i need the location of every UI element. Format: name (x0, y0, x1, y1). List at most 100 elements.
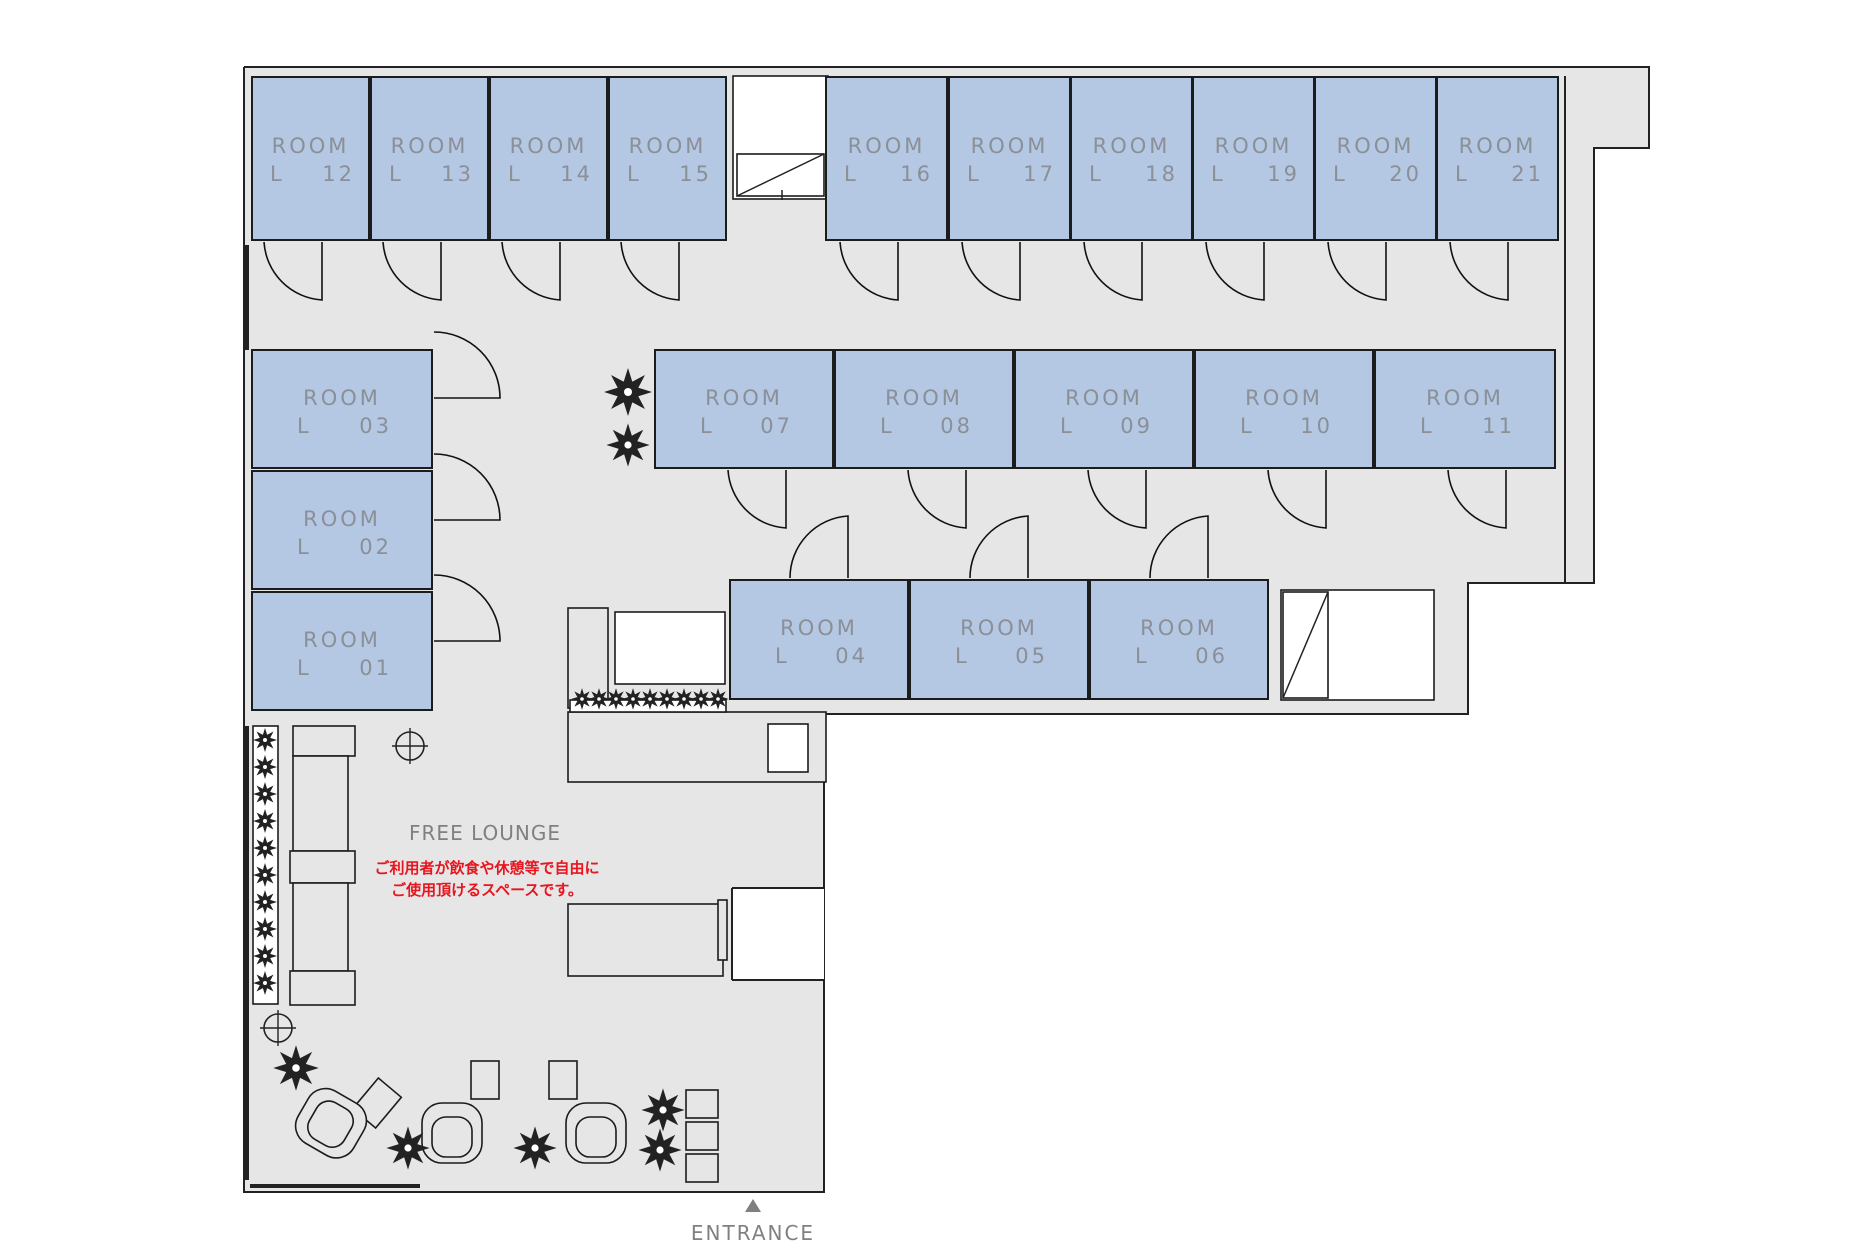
plant-icon (638, 1128, 682, 1172)
room-word: ROOM (705, 386, 783, 410)
plant-icon (253, 917, 277, 941)
room-word: ROOM (391, 134, 469, 158)
room-number: 20 (1389, 162, 1422, 186)
room-15: ROOM L 15 (608, 76, 727, 241)
room-word: ROOM (510, 134, 588, 158)
plants (253, 368, 729, 1172)
room-box (825, 76, 948, 241)
door (1449, 241, 1509, 301)
room-prefix: L (1420, 414, 1435, 438)
room-word: ROOM (303, 507, 381, 531)
room-box (729, 579, 909, 700)
door (1205, 241, 1265, 301)
doors (263, 241, 1509, 642)
door (620, 241, 680, 301)
plant-icon (571, 688, 593, 710)
room-box (1194, 349, 1374, 469)
plant-icon (253, 944, 277, 968)
room-number: 15 (679, 162, 712, 186)
room-number: 18 (1145, 162, 1178, 186)
room-box (1314, 76, 1437, 241)
room-prefix: L (775, 644, 790, 668)
room-number: 17 (1023, 162, 1056, 186)
room-box (251, 76, 370, 241)
room-number: 16 (900, 162, 933, 186)
room-word: ROOM (780, 616, 858, 640)
room-word: ROOM (303, 386, 381, 410)
room-word: ROOM (1426, 386, 1504, 410)
room-word: ROOM (1093, 134, 1171, 158)
room-word: ROOM (629, 134, 707, 158)
door (839, 241, 899, 301)
room-box (1014, 349, 1194, 469)
room-word: ROOM (960, 616, 1038, 640)
plant-icon (707, 688, 729, 710)
room-word: ROOM (1215, 134, 1293, 158)
room-prefix: L (297, 535, 312, 559)
room-number: 08 (940, 414, 973, 438)
room-prefix: L (844, 162, 859, 186)
room-number: 07 (760, 414, 793, 438)
room-number: 11 (1482, 414, 1515, 438)
room-word: ROOM (971, 134, 1049, 158)
room-prefix: L (700, 414, 715, 438)
room-box (251, 349, 433, 469)
door (433, 331, 501, 399)
room-number: 06 (1195, 644, 1228, 668)
room-box (489, 76, 608, 241)
room-prefix: L (389, 162, 404, 186)
room-box (654, 349, 834, 469)
room-word: ROOM (272, 134, 350, 158)
lounge-note-line1: ご利用者が飲食や休憩等で自由に (374, 859, 599, 877)
plant-icon (253, 863, 277, 887)
plant-icon (273, 1045, 319, 1091)
room-box (1070, 76, 1193, 241)
lounge-note-line2: ご使用頂けるスペースです。 (391, 881, 583, 899)
room-prefix: L (1240, 414, 1255, 438)
room-prefix: L (880, 414, 895, 438)
room-box (948, 76, 1071, 241)
room-number: 05 (1015, 644, 1048, 668)
door (961, 241, 1021, 301)
plant-icon (386, 1126, 430, 1170)
stair-hall (732, 75, 829, 200)
room-number: 21 (1511, 162, 1544, 186)
door (1447, 469, 1507, 529)
room-prefix: L (1060, 414, 1075, 438)
room-number: 09 (1120, 414, 1153, 438)
door (433, 574, 501, 642)
room-word: ROOM (1337, 134, 1415, 158)
door (382, 241, 442, 301)
door (727, 469, 787, 529)
room-box (370, 76, 489, 241)
room-07: ROOM L 07 (654, 349, 834, 469)
room-number: 12 (322, 162, 355, 186)
room-box (1374, 349, 1556, 469)
door (1267, 469, 1327, 529)
room-prefix: L (627, 162, 642, 186)
plant-icon (606, 423, 650, 467)
plant-icon (605, 688, 627, 710)
room-prefix: L (1455, 162, 1470, 186)
plant-icon (253, 755, 277, 779)
room-box (1436, 76, 1559, 241)
room-number: 03 (359, 414, 392, 438)
room-prefix: L (297, 656, 312, 680)
plant-icon (604, 368, 652, 416)
plant-icon (639, 688, 661, 710)
room-word: ROOM (1459, 134, 1537, 158)
door (263, 241, 323, 301)
plant-icon (690, 688, 712, 710)
plant-icon (588, 688, 610, 710)
